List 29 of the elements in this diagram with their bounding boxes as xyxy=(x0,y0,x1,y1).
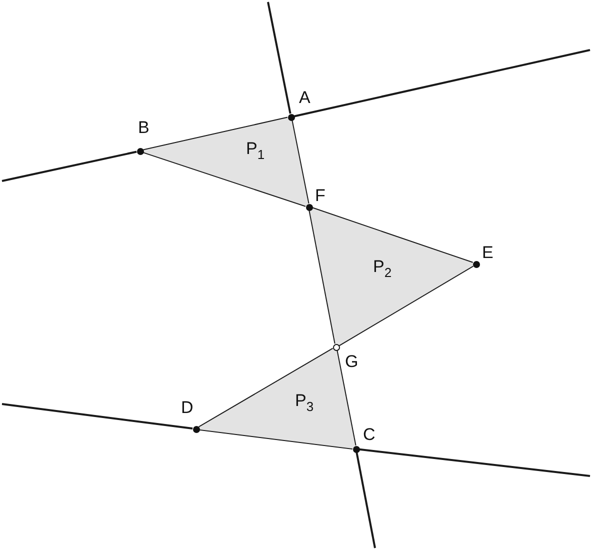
line-segment xyxy=(2,403,193,430)
line-segment xyxy=(198,348,334,428)
point-label: D xyxy=(181,399,194,416)
point-dot xyxy=(472,260,480,268)
point-label: F xyxy=(315,187,326,204)
line-segment xyxy=(290,120,310,204)
region-label: P$_{3}$ xyxy=(295,392,314,413)
line-segment xyxy=(143,151,306,207)
line-segment xyxy=(336,350,356,446)
point-label: C xyxy=(363,426,376,443)
line-segment xyxy=(143,116,288,152)
line-segment xyxy=(312,207,474,264)
line-segment xyxy=(338,264,474,346)
line-segment xyxy=(308,210,336,344)
point-dot xyxy=(136,148,144,154)
line-segment xyxy=(356,452,376,548)
line-segment xyxy=(359,448,590,477)
region-label: P$_{1}$ xyxy=(246,140,265,161)
line-segment xyxy=(267,2,292,114)
line-segment xyxy=(2,150,137,182)
point-label: G xyxy=(345,353,358,370)
point-dot xyxy=(288,114,294,120)
line-segment xyxy=(294,49,590,118)
region-label: P$_{2}$ xyxy=(373,258,392,279)
point-dot xyxy=(192,426,200,432)
line-segment xyxy=(199,428,353,450)
point-label: E xyxy=(482,244,494,261)
point-label: B xyxy=(138,119,150,136)
point-label: A xyxy=(299,89,310,106)
